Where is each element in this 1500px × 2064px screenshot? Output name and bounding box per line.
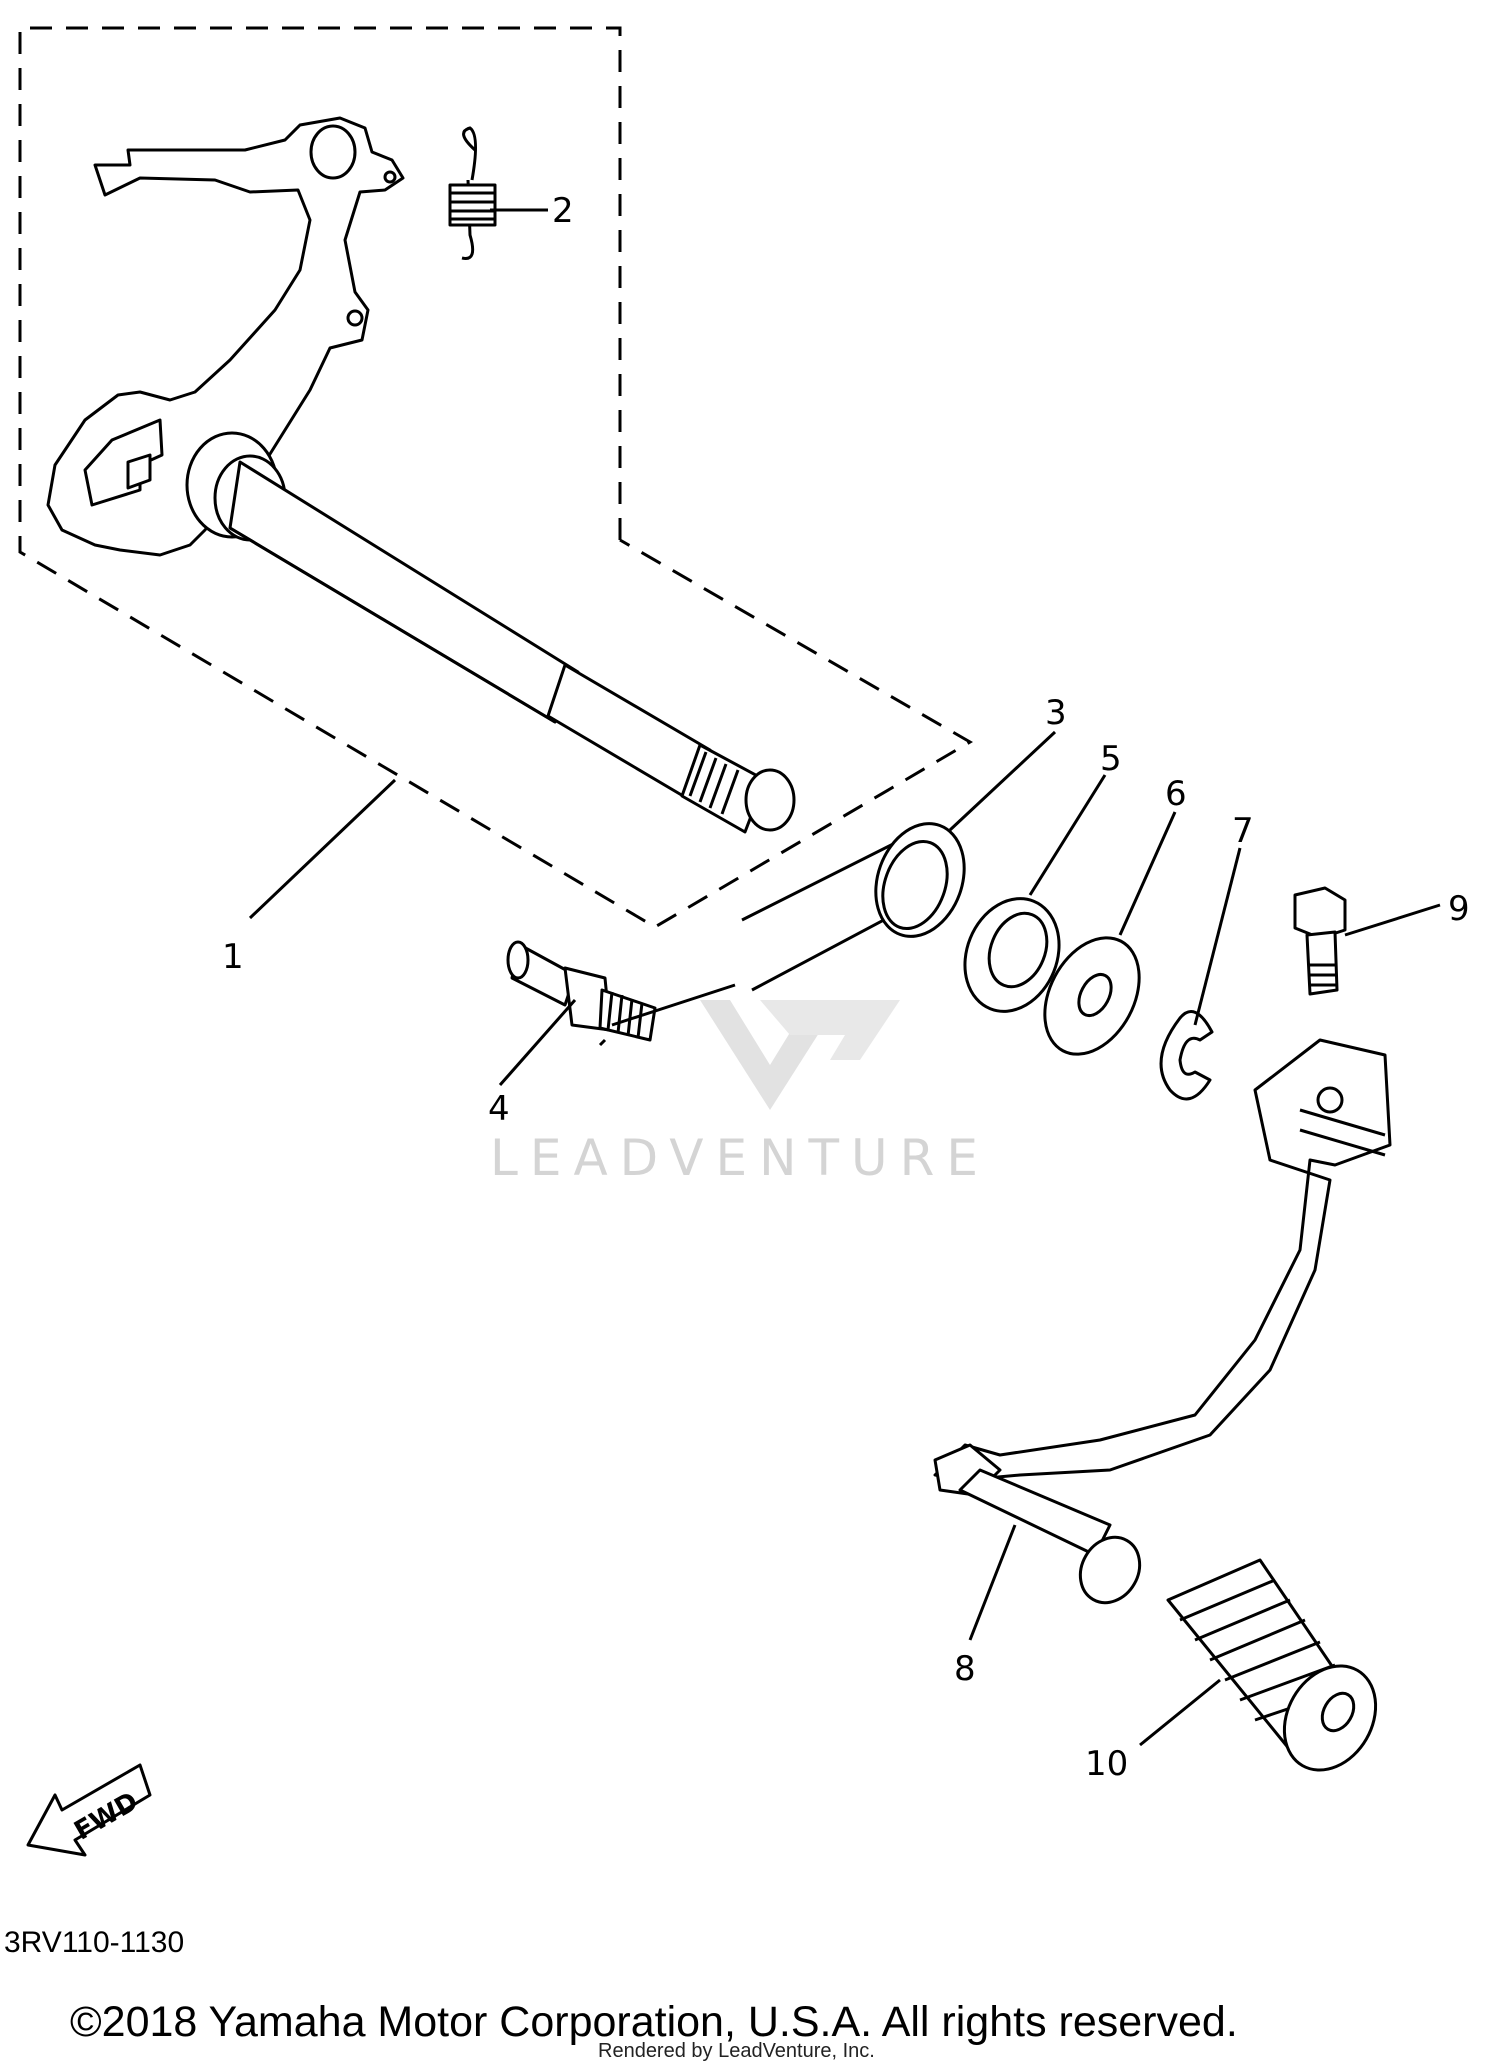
part-2-spring bbox=[448, 126, 497, 261]
fwd-arrow: FWD bbox=[26, 1763, 152, 1857]
callout-6: 6 bbox=[1165, 774, 1187, 814]
part-10-pedal-rubber bbox=[1166, 1558, 1378, 1772]
part-5-oil-seal bbox=[963, 897, 1061, 1013]
callout-1: 1 bbox=[222, 937, 244, 977]
part-7-circlip bbox=[1159, 1010, 1214, 1101]
part-9-bolt bbox=[1293, 886, 1347, 996]
part-8-shift-pedal bbox=[933, 1038, 1392, 1605]
part-3-torsion-spring bbox=[741, 822, 966, 992]
callout-2: 2 bbox=[552, 191, 574, 231]
catalog-number: 3RV110-1130 bbox=[4, 1926, 185, 1959]
assembly-boundary bbox=[18, 26, 973, 929]
part-4-stopper-bolt bbox=[506, 940, 736, 1047]
watermark: LEADVENTURE bbox=[490, 1000, 990, 1187]
callout-4: 4 bbox=[488, 1089, 510, 1129]
rendered-by-credit: Rendered by LeadVenture, Inc. bbox=[598, 2040, 875, 2062]
callout-5: 5 bbox=[1100, 739, 1122, 779]
copyright-notice: ©2018 Yamaha Motor Corporation, U.S.A. A… bbox=[70, 1998, 1238, 2046]
callout-9: 9 bbox=[1448, 889, 1470, 929]
part-1-shift-shaft bbox=[46, 116, 796, 834]
watermark-text: LEADVENTURE bbox=[490, 1129, 990, 1187]
callout-3: 3 bbox=[1045, 693, 1067, 733]
callout-8: 8 bbox=[954, 1649, 976, 1689]
callout-10: 10 bbox=[1085, 1744, 1128, 1784]
leader-lines bbox=[248, 208, 1441, 1747]
callout-7: 7 bbox=[1232, 811, 1254, 851]
part-6-washer bbox=[1043, 936, 1141, 1056]
callout-numbers: 1 2 3 4 5 6 7 8 9 10 bbox=[222, 191, 1470, 1784]
